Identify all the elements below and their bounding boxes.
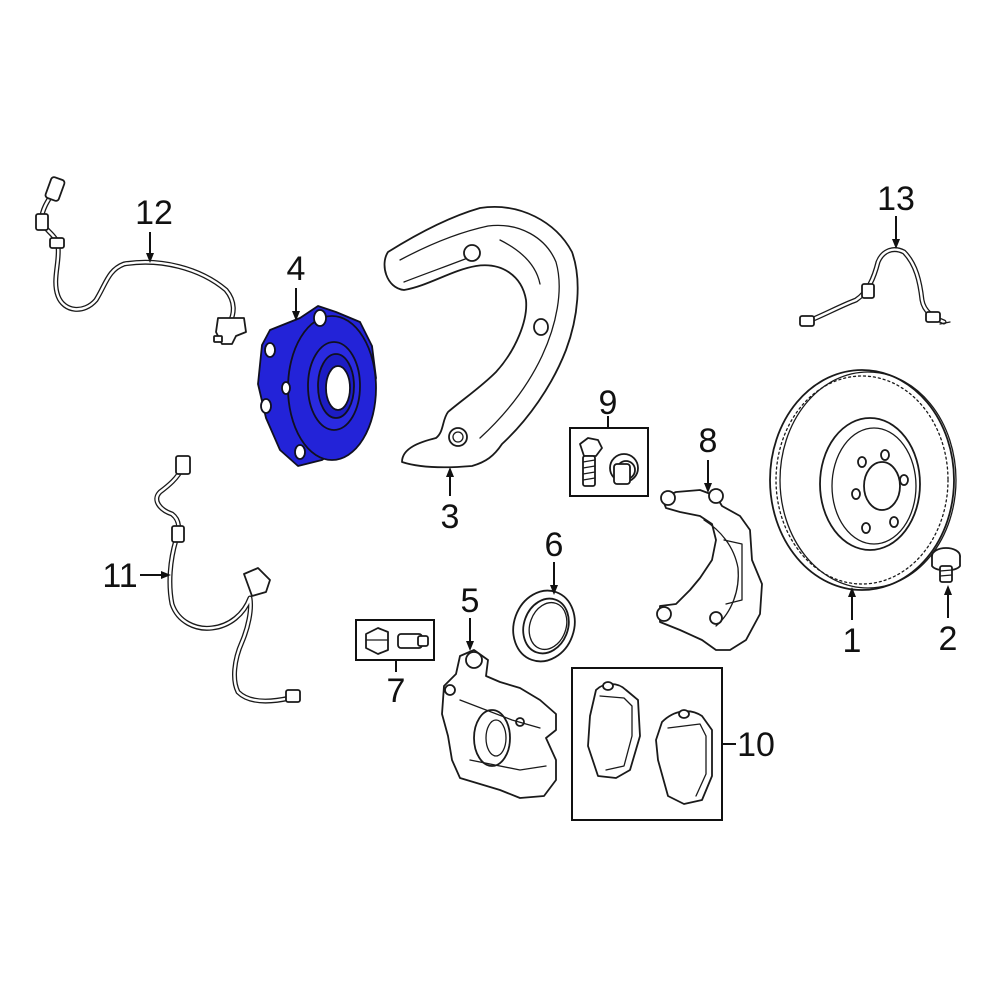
callout-3: 3 (441, 498, 460, 536)
callout-9: 9 (599, 384, 618, 422)
part-1-brake-rotor[interactable] (769, 369, 957, 591)
part-12-sensor-harness[interactable] (35, 176, 247, 345)
part-11-wear-sensor[interactable] (154, 455, 301, 704)
callout-10: 10 (737, 726, 775, 764)
callout-1: 1 (843, 622, 862, 660)
part-8-caliper-bracket[interactable] (656, 488, 763, 651)
callout-12: 12 (135, 194, 173, 232)
callout-7: 7 (387, 672, 406, 710)
part-5-brake-caliper[interactable] (441, 649, 557, 799)
callout-11: 11 (102, 557, 137, 595)
part-7-guide-pins[interactable] (355, 619, 435, 661)
callout-8: 8 (699, 422, 718, 460)
part-2-rotor-screw[interactable] (931, 547, 961, 583)
callout-5: 5 (461, 582, 480, 620)
callout-labels: 1 2 3 4 5 6 7 8 9 10 11 12 13 (102, 180, 957, 764)
part-10-brake-pads[interactable] (571, 667, 723, 821)
callout-2: 2 (939, 620, 958, 658)
part-4-wheel-hub[interactable] (257, 305, 377, 467)
part-9-bolt-kit[interactable] (569, 427, 649, 497)
callout-4: 4 (287, 250, 306, 288)
part-13-sensor-wire[interactable] (799, 247, 951, 327)
leader-lines (140, 216, 952, 745)
callout-6: 6 (545, 526, 564, 564)
callout-13: 13 (877, 180, 915, 218)
part-6-seal[interactable] (503, 582, 584, 670)
part-3-dust-shield[interactable] (383, 206, 579, 469)
